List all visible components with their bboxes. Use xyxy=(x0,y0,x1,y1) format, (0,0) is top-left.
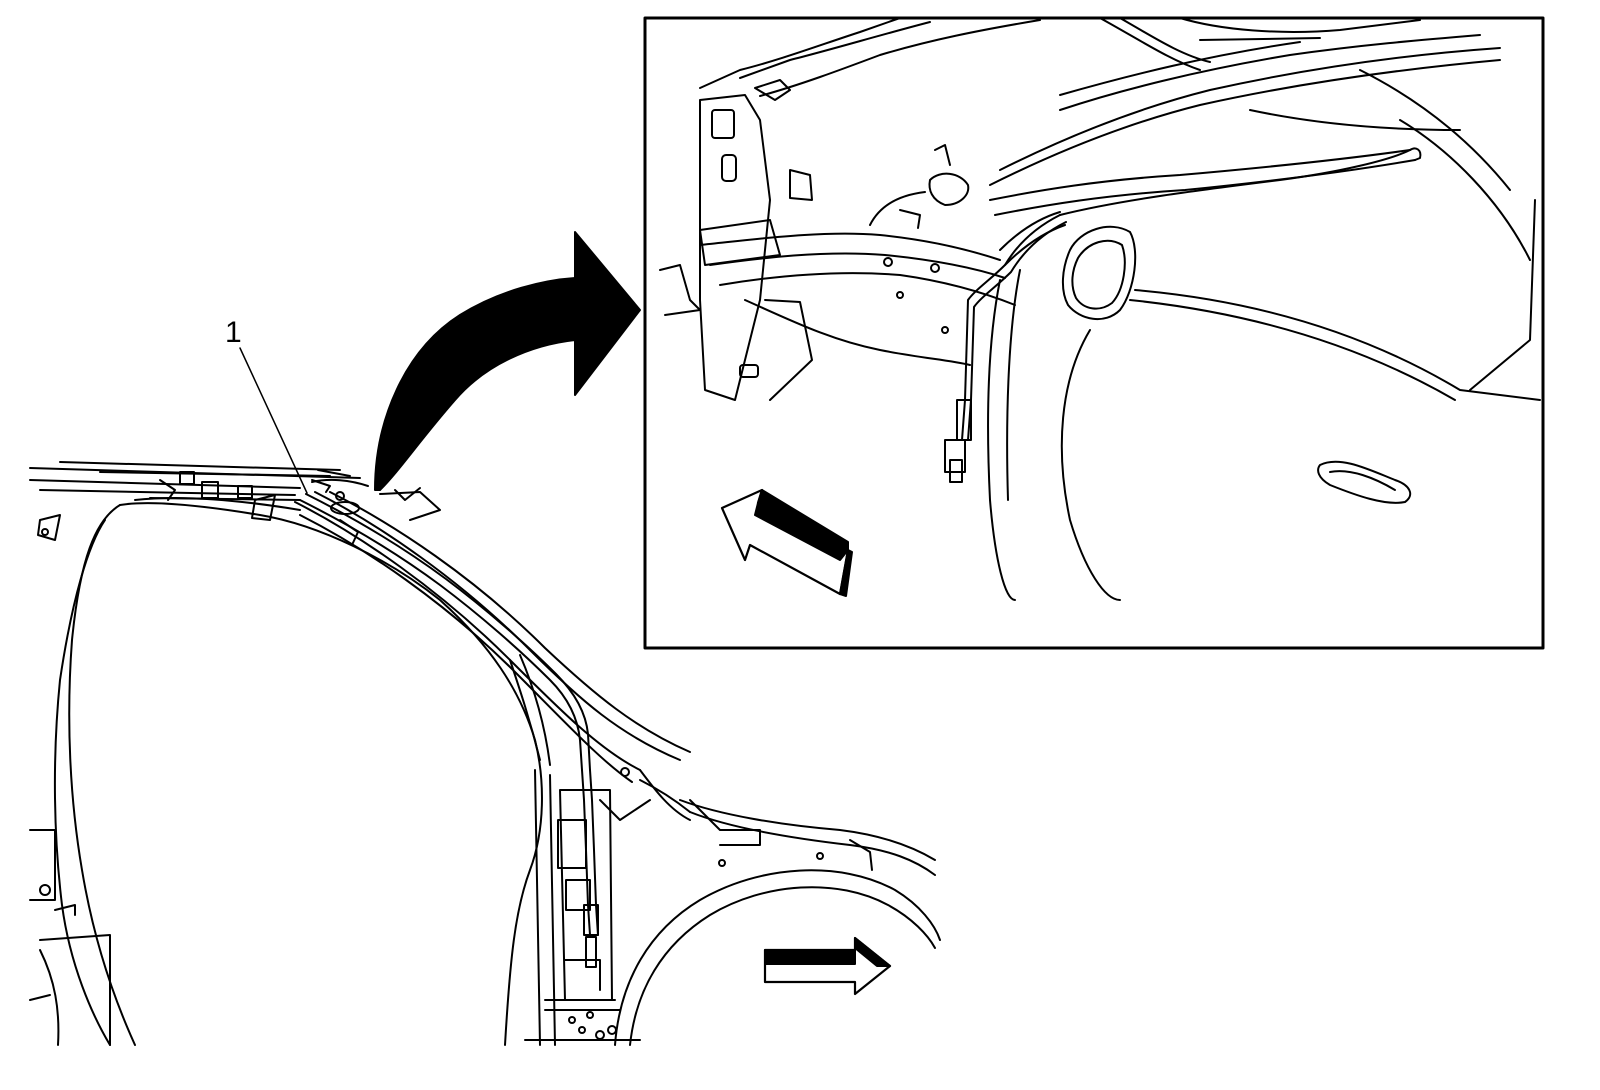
inset-detail-view xyxy=(643,16,1545,650)
callout-1-label: 1 xyxy=(225,316,242,349)
inset-side-mirror xyxy=(1062,225,1137,321)
front-wheel-arch xyxy=(614,779,941,1046)
inset-cowl xyxy=(699,17,1531,261)
callout-1: 1 xyxy=(225,316,308,494)
detail-view-curved-arrow-icon xyxy=(374,231,641,491)
rear-body-panel xyxy=(29,514,111,1046)
inset-crossmember xyxy=(699,144,1016,366)
front-direction-arrow-icon xyxy=(763,936,892,996)
hinge-pillar xyxy=(524,769,641,1046)
wiring-harness xyxy=(299,478,599,968)
inset-front-frame xyxy=(659,79,813,401)
inset-front-door xyxy=(1060,199,1541,601)
roof-rail xyxy=(29,461,361,521)
front-door-opening xyxy=(53,497,543,1046)
main-body-view xyxy=(29,461,941,1046)
inset-a-pillar xyxy=(987,147,1422,601)
inset-wiring-harness xyxy=(944,149,1411,483)
front-direction-arrow-icon xyxy=(720,488,853,597)
